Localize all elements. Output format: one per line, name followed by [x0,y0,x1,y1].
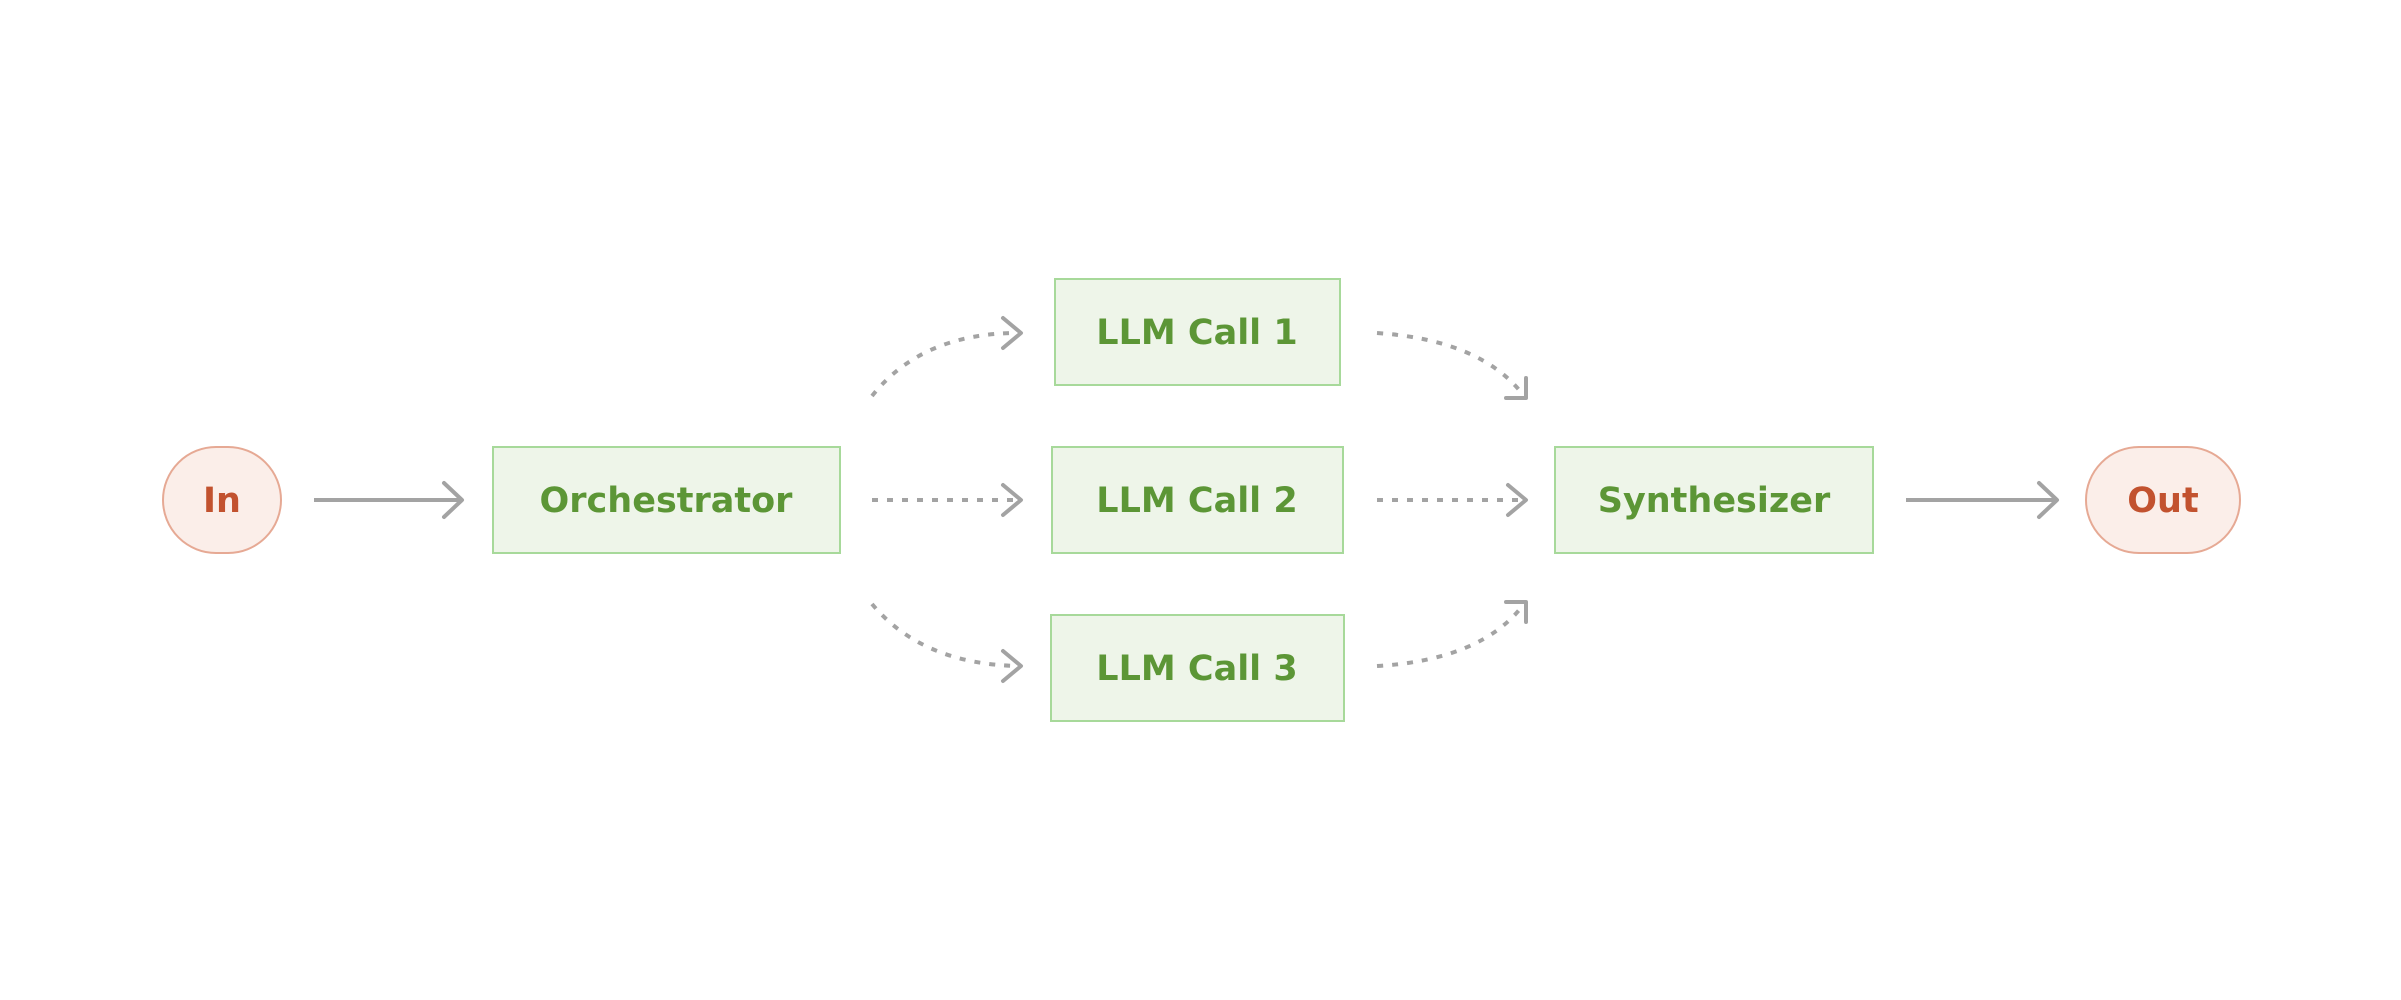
edge-llm-call-3-to-synthesizer [1376,600,1528,668]
output-node: Out [2085,446,2241,554]
edge-synthesizer-to-out [1906,481,2059,519]
edge-orchestrator-to-llm-call-1 [870,316,1023,398]
edge-llm-call-2-to-synthesizer [1377,483,1528,517]
edge-orchestrator-to-llm-call-2 [872,483,1023,517]
edge-in-to-orchestrator [314,481,464,519]
input-node-label: In [203,481,241,521]
orchestrator-node-label: Orchestrator [540,481,794,521]
llm-call-3-node: LLM Call 3 [1050,614,1345,722]
edge-llm-call-1-to-synthesizer [1376,331,1528,400]
synthesizer-node: Synthesizer [1554,446,1874,554]
llm-call-3-node-label: LLM Call 3 [1096,649,1297,689]
input-node: In [162,446,282,554]
output-node-label: Out [2127,481,2198,521]
synthesizer-node-label: Synthesizer [1598,481,1831,521]
llm-call-1-node: LLM Call 1 [1054,278,1341,386]
llm-call-2-node: LLM Call 2 [1051,446,1344,554]
llm-call-1-node-label: LLM Call 1 [1096,313,1297,353]
orchestrator-node: Orchestrator [492,446,841,554]
llm-call-2-node-label: LLM Call 2 [1096,481,1297,521]
edge-orchestrator-to-llm-call-3 [870,602,1023,683]
